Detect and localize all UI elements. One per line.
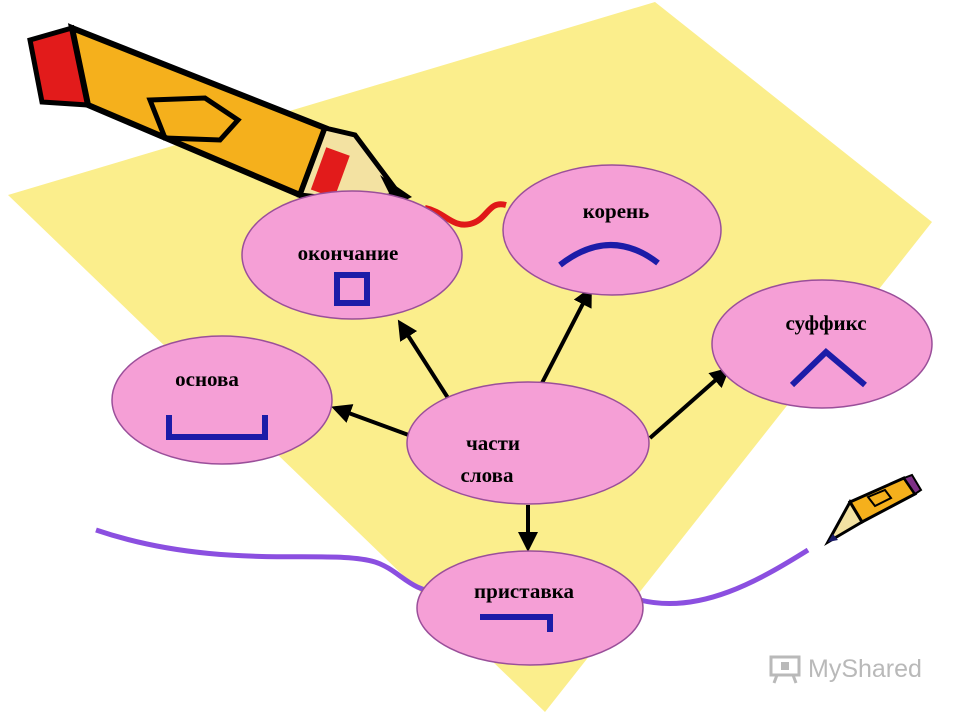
yellow-paper-background — [8, 2, 932, 712]
suffiks-label: суффикс — [785, 311, 866, 335]
center-label-line2: слова — [461, 463, 514, 487]
small-pencil-icon — [824, 473, 923, 547]
node-suffiks: суффикс — [711, 279, 933, 409]
node-osnova: основа — [111, 335, 333, 465]
center-label-line1: части — [466, 431, 520, 455]
okonchanie-label: окончание — [298, 241, 399, 265]
root-arc-symbol — [558, 242, 660, 268]
presentation-board-icon — [769, 655, 801, 684]
connector-arrows — [331, 286, 730, 552]
big-pencil-icon — [27, 23, 412, 205]
arrow-to-koren — [540, 286, 592, 384]
watermark-text: MyShared — [808, 654, 922, 683]
arrow-to-osnova — [331, 404, 415, 439]
arrow-to-okonchanie — [397, 319, 450, 400]
node-okonchanie: окончание — [241, 190, 463, 320]
watermark: MyShared — [768, 652, 922, 686]
suffix-caret-symbol — [789, 347, 867, 388]
koren-label: корень — [583, 199, 650, 223]
red-squiggle-line — [424, 201, 507, 228]
osnova-label: основа — [175, 367, 239, 391]
node-center: части слова — [406, 381, 650, 505]
stem-bracket-symbol — [166, 415, 268, 440]
ending-square-symbol — [334, 272, 370, 306]
prefix-hook-symbol — [480, 614, 553, 632]
node-koren: корень — [502, 164, 722, 296]
arrow-to-suffiks — [648, 367, 730, 440]
pristavka-label: приставка — [474, 579, 574, 603]
node-pristavka: приставка — [416, 550, 644, 666]
